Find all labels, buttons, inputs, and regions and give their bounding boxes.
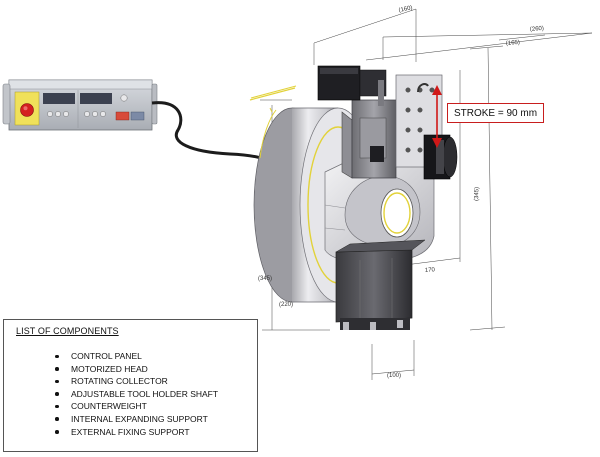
bullet-icon — [55, 392, 59, 396]
bullet-icon — [55, 430, 59, 434]
stroke-arrow-icon — [432, 85, 442, 148]
control-cable — [151, 101, 273, 165]
dim-260-label: (260) — [530, 26, 544, 33]
list-item-label: EXTERNAL FIXING SUPPORT — [71, 426, 190, 437]
list-item-label: CONTROL PANEL — [71, 351, 142, 361]
bullet-icon — [55, 417, 59, 421]
list-item-label: ROTATING COLLECTOR — [71, 376, 168, 387]
emergency-stop-icon — [20, 103, 34, 117]
list-item: ROTATING COLLECTOR — [55, 375, 218, 388]
stroke-label: STROKE = 90 mm — [447, 103, 544, 123]
list-item-label: ADJUSTABLE TOOL HOLDER SHAFT — [71, 388, 219, 399]
bullet-icon — [55, 404, 59, 409]
dim-160-label: (160) — [398, 5, 413, 14]
dim-165-label: (165) — [506, 40, 520, 47]
list-item: CONTROL PANEL — [55, 350, 218, 363]
list-item-label: MOTORIZED HEAD — [71, 363, 148, 374]
control-panel — [2, 79, 158, 131]
bullet-icon — [55, 367, 59, 371]
list-item: EXTERNAL FIXING SUPPORT — [55, 426, 218, 439]
list-item-label: INTERNAL EXPANDING SUPPORT — [71, 413, 208, 424]
dim-220-label: (220) — [279, 302, 293, 308]
bullet-icon — [55, 354, 59, 358]
dim-345-right-label: (345) — [474, 187, 480, 201]
dim-345-left-label: (345) — [258, 276, 272, 282]
components-legend: LIST OF COMPONENTS CONTROL PANEL MOTORIZ… — [3, 319, 258, 452]
list-item: ADJUSTABLE TOOL HOLDER SHAFT — [55, 388, 218, 401]
components-list: CONTROL PANEL MOTORIZED HEAD ROTATING CO… — [55, 350, 218, 438]
bullet-icon — [55, 379, 59, 384]
dim-170-label: 170 — [425, 267, 436, 274]
dim-100-label: (100) — [387, 373, 401, 379]
list-item: INTERNAL EXPANDING SUPPORT — [55, 413, 218, 426]
list-item: MOTORIZED HEAD — [55, 363, 218, 376]
components-title: LIST OF COMPONENTS — [16, 326, 119, 336]
list-item-label: COUNTERWEIGHT — [71, 401, 147, 412]
list-item: COUNTERWEIGHT — [55, 400, 218, 413]
yellow-accent-lines — [250, 85, 297, 113]
counterweight — [335, 239, 426, 330]
